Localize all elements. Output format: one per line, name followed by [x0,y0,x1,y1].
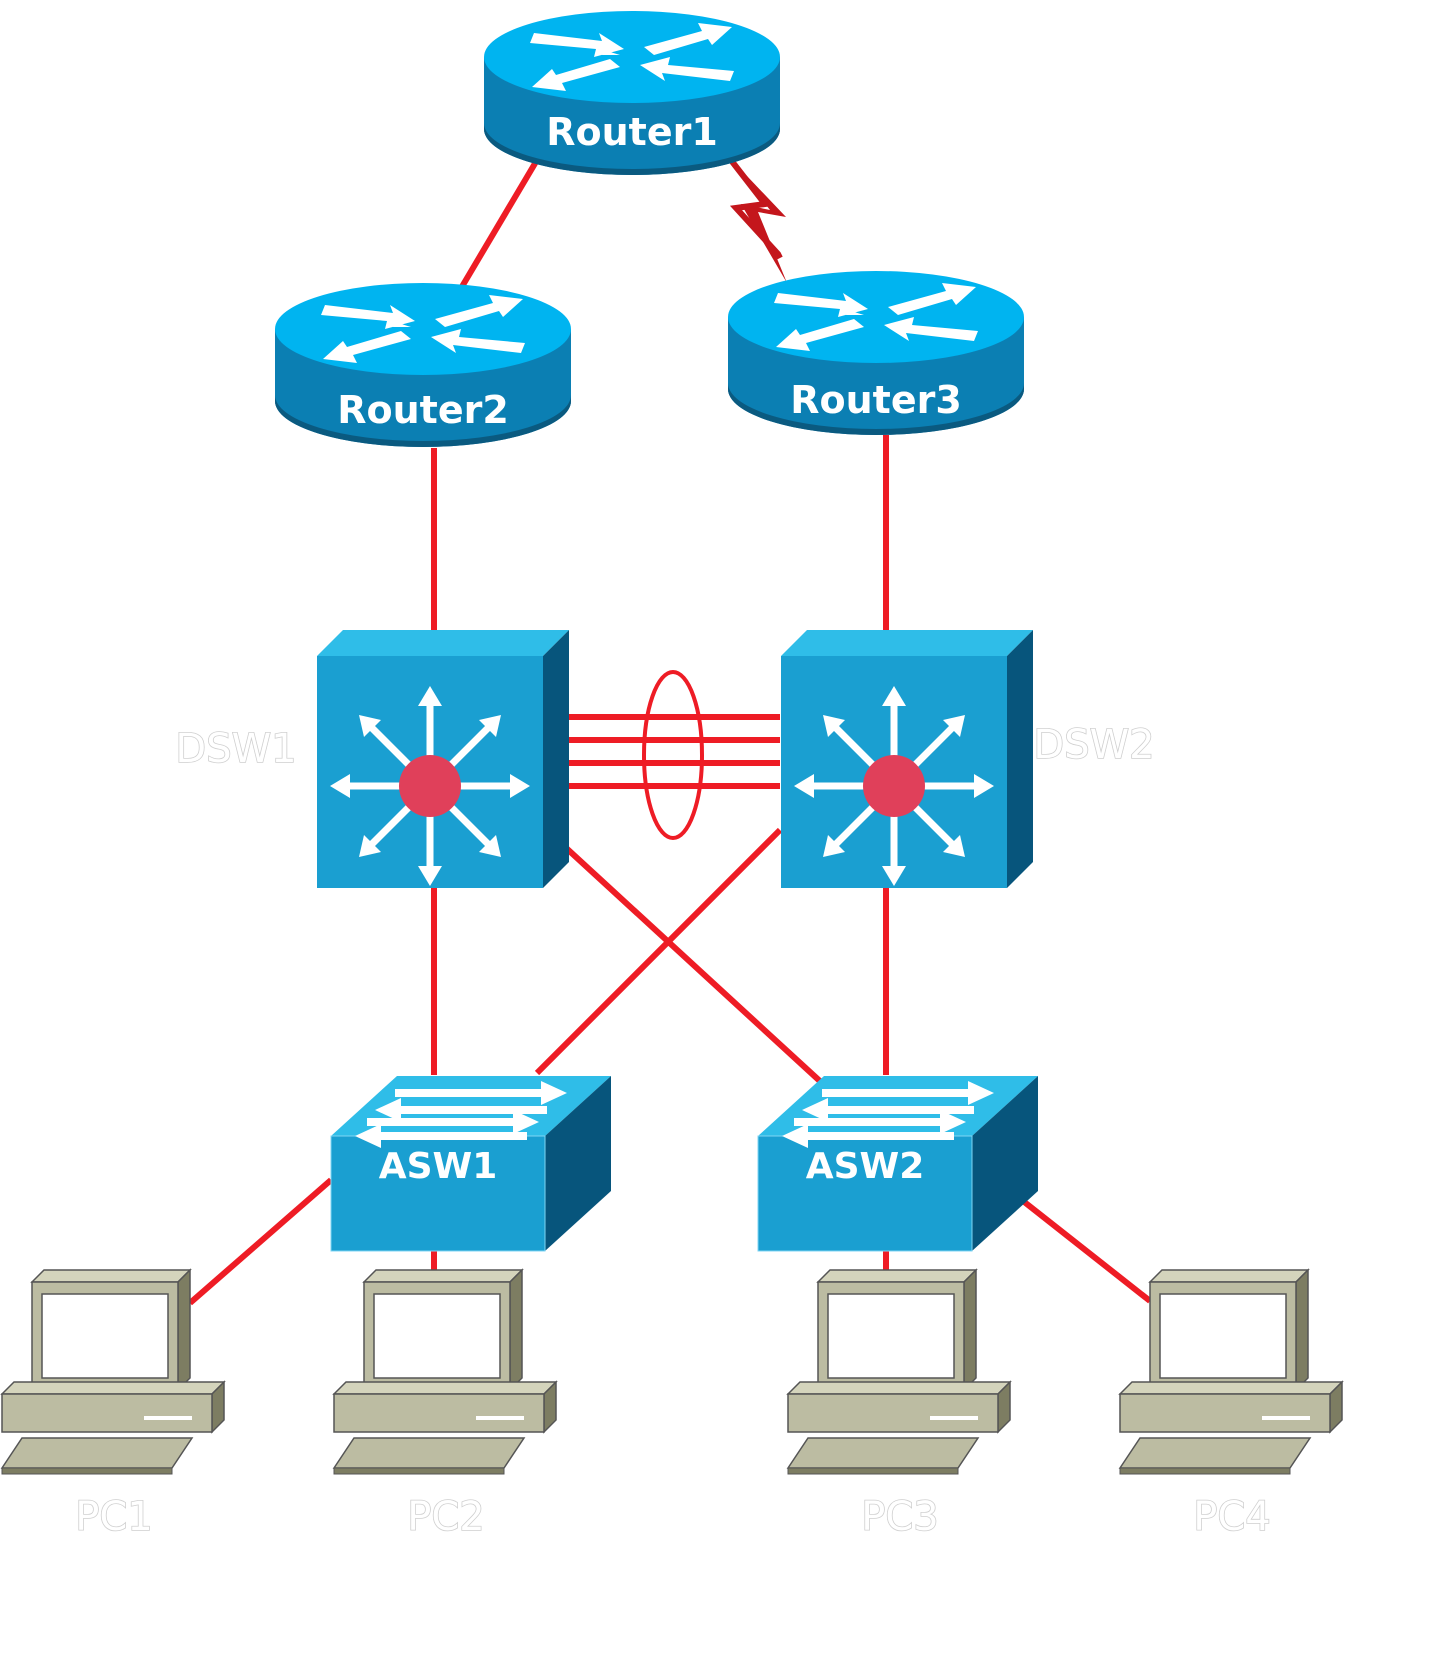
link-asw1-pc1 [188,1177,333,1306]
dsw2[interactable] [781,630,1033,888]
link-router1-router3-serial [724,153,783,260]
pc4-label: PC4 [1193,1494,1271,1540]
pc2-label: PC2 [407,1494,485,1540]
etherchannel-dsw1-dsw2 [552,670,780,840]
router2-label: Router2 [337,388,509,432]
link-router1-router2 [457,153,543,292]
link-dsw2-asw1 [534,827,783,1076]
router1-label: Router1 [546,110,718,154]
dsw1-label: DSW1 [175,726,296,772]
pc2[interactable] [333,1269,557,1475]
serial-lightning-icon [727,155,787,283]
asw1[interactable]: ASW1 [330,1075,612,1252]
multilayer-switch-icon [781,630,1033,888]
pc-icon [333,1269,557,1475]
router3-label: Router3 [790,378,962,422]
router3[interactable]: Router3 [728,271,1024,435]
link-dsw1-asw2 [549,832,825,1086]
router1[interactable]: Router1 [484,11,780,175]
pc1[interactable] [1,1269,225,1475]
pc-icon [1119,1269,1343,1475]
pc3[interactable] [787,1269,1011,1475]
asw1-label: ASW1 [379,1146,498,1187]
links-layer [188,153,1152,1306]
pc-icon [1,1269,225,1475]
pc3-label: PC3 [861,1494,939,1540]
etherchannel-bundle-ring [642,670,704,840]
dsw2-label: DSW2 [1033,722,1154,768]
dsw1[interactable] [317,630,569,888]
multilayer-switch-icon [317,630,569,888]
pc4[interactable] [1119,1269,1343,1475]
pc-icon [787,1269,1011,1475]
pc1-label: PC1 [75,1494,153,1540]
asw2-label: ASW2 [806,1146,925,1187]
router2[interactable]: Router2 [275,283,571,447]
asw2[interactable]: ASW2 [757,1075,1039,1252]
